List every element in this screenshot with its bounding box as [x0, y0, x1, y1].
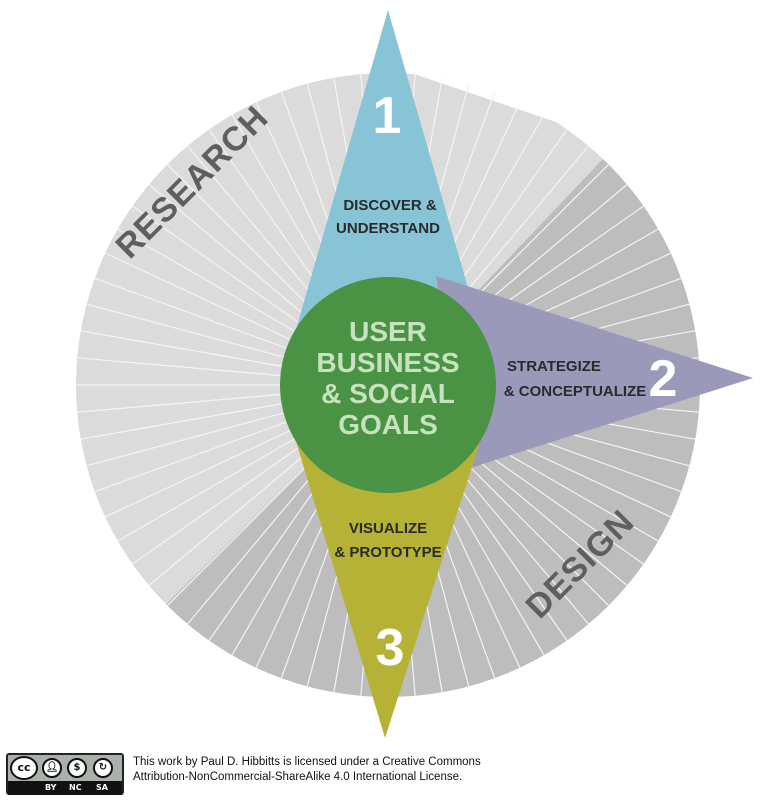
step-1-label-line-2: UNDERSTAND — [336, 220, 440, 237]
step-1-number: 1 — [373, 87, 402, 145]
step-1-label-line-1: DISCOVER & — [343, 197, 437, 214]
step-3-number: 3 — [376, 619, 405, 677]
step-3-pointer — [283, 398, 494, 738]
step-2-label-line-1: STRATEGIZE — [507, 358, 601, 375]
center-line-1: USER — [349, 316, 427, 347]
step-1-pointer — [295, 10, 481, 333]
cc-sa-label: SA — [96, 783, 108, 792]
step-3-label-line-2: & PROTOTYPE — [334, 544, 441, 561]
noncommercial-icon: $ — [67, 758, 87, 778]
sharealike-icon: ↻ — [93, 758, 113, 778]
step-2-label-line-2: & CONCEPTUALIZE — [504, 383, 647, 400]
cc-by-label: BY — [45, 783, 57, 792]
center-line-4: GOALS — [338, 409, 438, 440]
license-line-1: This work by Paul D. Hibbitts is license… — [133, 756, 481, 768]
cc-logo-icon: cc — [10, 756, 38, 780]
step-3-label-line-1: VISUALIZE — [349, 520, 427, 537]
center-goals-circle — [280, 277, 496, 493]
creative-commons-badge[interactable]: cc 👤︎ $ ↻ BY NC SA — [6, 753, 124, 795]
center-line-3: & SOCIAL — [321, 378, 455, 409]
license-line-2: Attribution-NonCommercial-ShareAlike 4.0… — [133, 771, 463, 783]
step-2-pointer — [436, 276, 753, 468]
cc-nc-label: NC — [69, 783, 82, 792]
step-2-number: 2 — [649, 350, 678, 408]
license-text: This work by Paul D. Hibbitts is license… — [133, 755, 481, 785]
attribution-icon: 👤︎ — [42, 758, 62, 778]
center-line-2: BUSINESS — [316, 347, 459, 378]
